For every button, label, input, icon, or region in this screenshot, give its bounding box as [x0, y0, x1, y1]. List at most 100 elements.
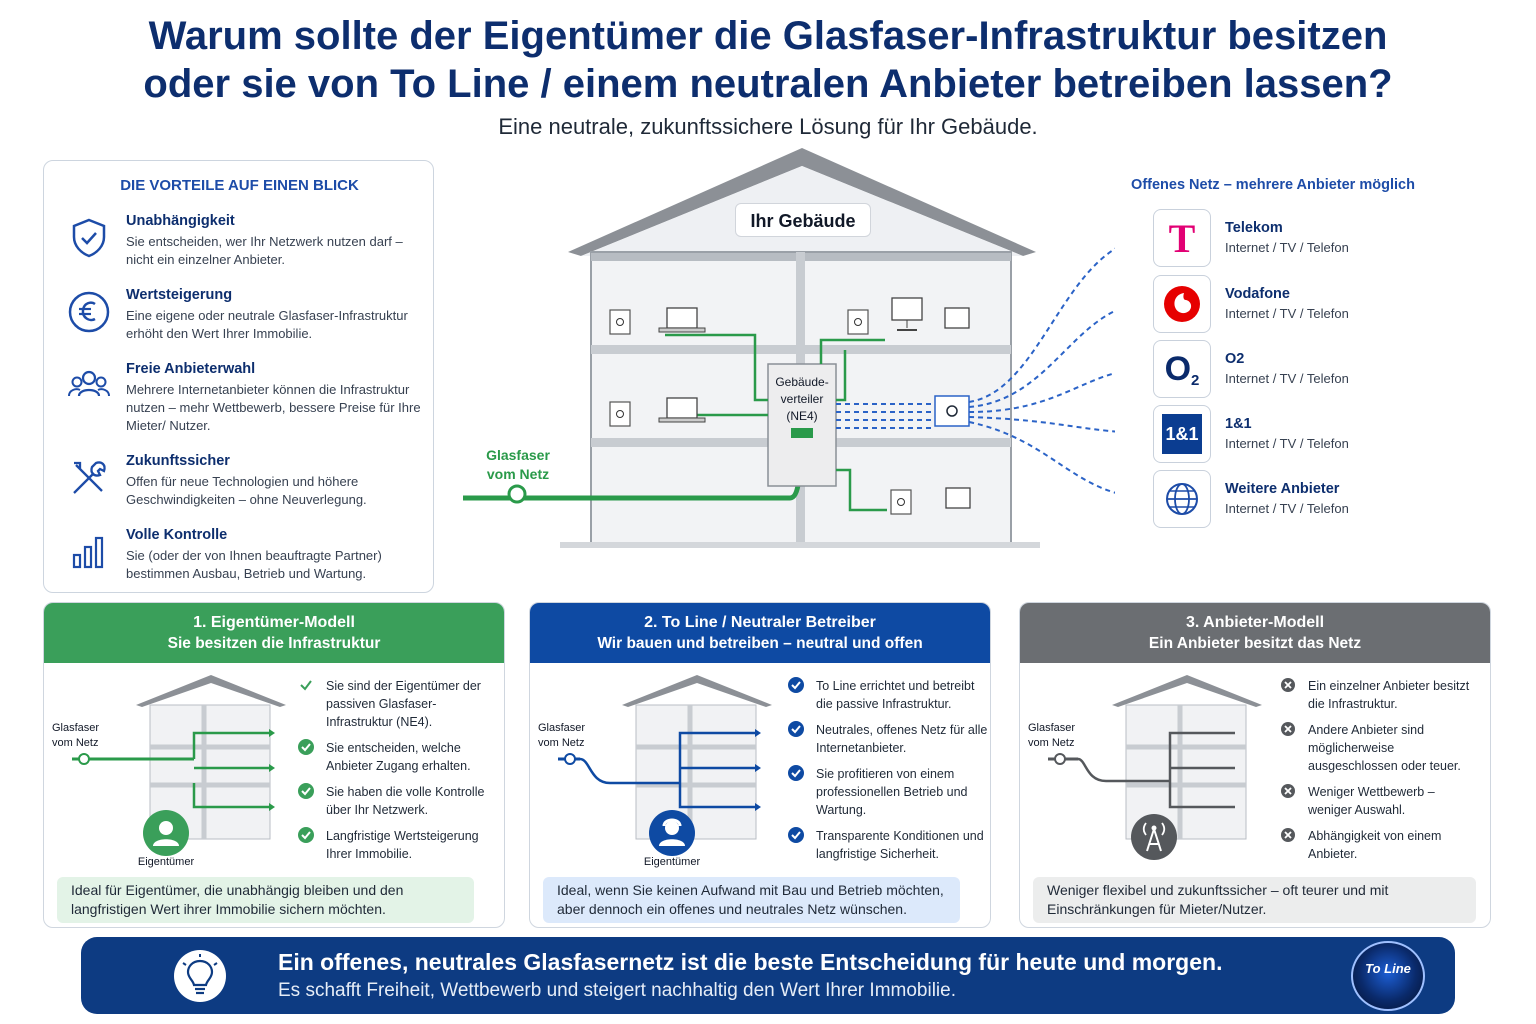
- globe-icon: [1153, 470, 1211, 528]
- mini-house-icon: [1048, 675, 1262, 840]
- point-item: Ein einzelner Anbieter besitzt die Infra…: [1280, 677, 1480, 713]
- provider-name: 1&1: [1225, 416, 1252, 432]
- point-item: Andere Anbieter sind möglicherweise ausg…: [1280, 721, 1480, 775]
- model-points: Sie sind der Eigentümer der passiven Gla…: [298, 677, 498, 871]
- model-card-header: 3. Anbieter-Modell Ein Anbieter besitzt …: [1020, 603, 1490, 663]
- benefit-item: Wertsteigerung Eine eigene oder neutrale…: [66, 287, 426, 357]
- vodafone-logo-icon: [1153, 275, 1211, 333]
- check-circle-icon: [298, 739, 314, 755]
- provider-services: Internet / TV / Telefon: [1225, 501, 1349, 516]
- benefit-item: Volle Kontrolle Sie (oder der von Ihnen …: [66, 527, 426, 597]
- check-circle-icon: [788, 721, 804, 737]
- benefit-item: Zukunftssicher Offen für neue Technologi…: [66, 453, 426, 523]
- to-line-logo: To Line: [1351, 941, 1425, 1011]
- antenna-tower-icon: [1131, 814, 1177, 860]
- model-title: 2. To Line / Neutraler Betreiber: [644, 614, 876, 631]
- page-subtitle: Eine neutrale, zukunftssichere Lösung fü…: [498, 114, 1038, 139]
- model-card-neutral: 2. To Line / Neutraler Betreiber Wir bau…: [529, 602, 991, 928]
- model-footer: Ideal, wenn Sie keinen Aufwand mit Bau u…: [543, 877, 960, 923]
- model-footer: Ideal für Eigentümer, die unabhängig ble…: [57, 877, 474, 923]
- shield-check-icon: [72, 218, 106, 258]
- model-points: To Line errichtet und betreibt die passi…: [788, 677, 988, 871]
- lightbulb-icon: [174, 950, 226, 1002]
- point-item: Sie haben die volle Kontrolle über Ihr N…: [298, 783, 498, 819]
- benefits-heading: DIE VORTEILE AUF EINEN BLICK: [120, 177, 359, 194]
- provider-services: Internet / TV / Telefon: [1225, 240, 1349, 255]
- benefit-title: Volle Kontrolle: [126, 527, 228, 543]
- check-circle-icon: [298, 827, 314, 843]
- provider-1und1: 1&1 1&1 Internet / TV / Telefon: [1153, 405, 1453, 463]
- banner-subline: Es schafft Freiheit, Wettbewerb und stei…: [278, 980, 956, 1001]
- owner-avatar-icon: [143, 810, 189, 856]
- x-circle-icon: [1281, 828, 1295, 842]
- operator-avatar-icon: [649, 810, 695, 856]
- building-distributor-box: [767, 363, 837, 487]
- provider-name: Vodafone: [1225, 286, 1290, 302]
- provider-vodafone: Vodafone Internet / TV / Telefon: [1153, 275, 1453, 333]
- model-caption: Eigentümer: [643, 856, 701, 868]
- model-caption: Eigentümer: [137, 856, 195, 868]
- point-item: Weniger Wettbewerb – weniger Auswahl.: [1280, 783, 1480, 819]
- benefits-panel: DIE VORTEILE AUF EINEN BLICK Unabhängigk…: [43, 160, 434, 593]
- point-item: Transparente Konditionen und langfristig…: [788, 827, 988, 863]
- logo-text: To Line: [1365, 961, 1411, 976]
- title-line-1: Warum sollte der Eigentümer die Glasfase…: [148, 14, 1388, 58]
- benefit-item: Unabhängigkeit Sie entscheiden, wer Ihr …: [66, 213, 426, 283]
- fiber-label: Glasfaser vom Netz: [1028, 722, 1076, 749]
- benefit-title: Freie Anbieterwahl: [126, 361, 256, 377]
- x-circle-icon: [1281, 784, 1295, 798]
- bar-chart-icon: [72, 536, 104, 569]
- 1und1-logo-icon: 1&1: [1153, 405, 1211, 463]
- title-line-2: oder sie von To Line / einem neutralen A…: [143, 62, 1393, 106]
- provider-services: Internet / TV / Telefon: [1225, 306, 1349, 321]
- check-circle-icon: [298, 783, 314, 799]
- page-title: Warum sollte der Eigentümer die Glasfase…: [0, 12, 1536, 108]
- point-item: Sie sind der Eigentümer der passiven Gla…: [298, 677, 498, 731]
- model-subtitle: Wir bauen und betreiben – neutral und of…: [597, 635, 923, 652]
- benefit-title: Wertsteigerung: [126, 287, 233, 303]
- model-card-provider: 3. Anbieter-Modell Ein Anbieter besitzt …: [1019, 602, 1491, 928]
- benefit-text: Eine eigene oder neutrale Glasfaser-Infr…: [126, 308, 408, 341]
- check-circle-icon: [788, 677, 804, 693]
- model-title: 1. Eigentümer-Modell: [193, 614, 355, 631]
- conclusion-banner: Ein offenes, neutrales Glasfasernetz ist…: [81, 937, 1455, 1014]
- distributor-label: Gebäude-verteiler (NE4): [775, 375, 829, 423]
- model-card-header: 2. To Line / Neutraler Betreiber Wir bau…: [530, 603, 990, 663]
- laptop-icon: [658, 307, 706, 423]
- check-circle-icon: [788, 765, 804, 781]
- check-circle-icon: [788, 827, 804, 843]
- mini-house-icon: [558, 675, 772, 840]
- point-item: To Line errichtet und betreibt die passi…: [788, 677, 988, 713]
- model-subtitle: Ein Anbieter besitzt das Netz: [1148, 635, 1362, 652]
- x-circle-icon: [1281, 722, 1295, 736]
- x-circle-icon: [1281, 678, 1295, 692]
- benefit-text: Sie entscheiden, wer Ihr Netzwerk nutzen…: [126, 234, 403, 267]
- provider-telekom: T Telekom Internet / TV / Telefon: [1153, 209, 1453, 267]
- tools-icon: [73, 461, 106, 494]
- point-item: Langfristige Wertsteigerung Ihrer Immobi…: [298, 827, 498, 863]
- network-socket: [934, 395, 970, 427]
- model-title: 3. Anbieter-Modell: [1185, 614, 1325, 631]
- provider-services: Internet / TV / Telefon: [1225, 371, 1349, 386]
- model-points: Ein einzelner Anbieter besitzt die Infra…: [1280, 677, 1480, 871]
- fiber-network-label: Glasfaser vom Netz: [486, 447, 550, 482]
- benefit-text: Mehrere Internetanbieter können die Infr…: [126, 382, 421, 433]
- point-item: Abhängigkeit von einem Anbieter.: [1280, 827, 1480, 863]
- provider-services: Internet / TV / Telefon: [1225, 436, 1349, 451]
- fiber-label: Glasfaser vom Netz: [52, 722, 100, 749]
- point-item: Sie entscheiden, welche Anbieter Zugang …: [298, 739, 498, 775]
- open-network-title: Offenes Netz – mehrere Anbieter möglich: [1131, 177, 1415, 193]
- point-item: Neutrales, offenes Netz für alle Interne…: [788, 721, 988, 757]
- monitor-icon: [891, 297, 971, 509]
- model-card-header: 1. Eigentümer-Modell Sie besitzen die In…: [44, 603, 504, 663]
- wall-socket-icon: [609, 309, 912, 515]
- model-subtitle: Sie besitzen die Infrastruktur: [167, 635, 381, 652]
- model-footer: Weniger flexibel und zukunftssicher – of…: [1033, 877, 1476, 923]
- model-card-owner: 1. Eigentümer-Modell Sie besitzen die In…: [43, 602, 505, 928]
- benefit-item: Freie Anbieterwahl Mehrere Internetanbie…: [66, 361, 426, 433]
- building-label: Ihr Gebäude: [735, 203, 871, 237]
- provider-name: Telekom: [1225, 220, 1283, 236]
- check-icon: [300, 680, 312, 691]
